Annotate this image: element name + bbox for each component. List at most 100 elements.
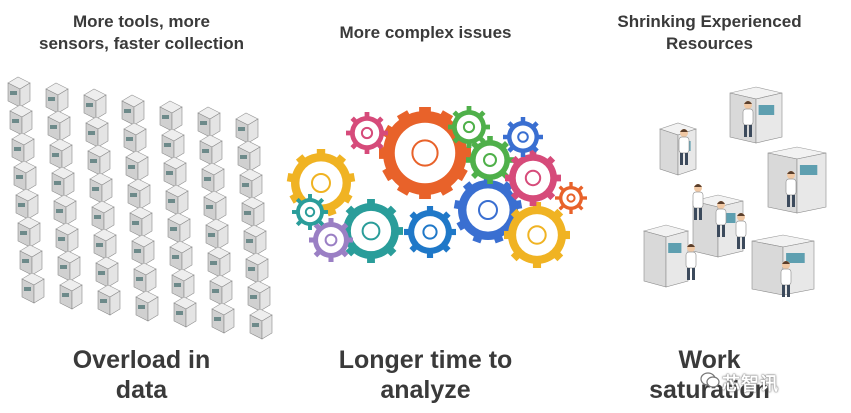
server-rack-icon <box>95 256 119 288</box>
checklist-gear-icon <box>505 150 561 206</box>
server-rack-icon <box>93 228 117 260</box>
server-rack-icon <box>83 88 107 120</box>
server-rack-icon <box>13 160 37 192</box>
server-rack-icon <box>97 284 121 316</box>
server-rack-icon <box>45 82 69 114</box>
server-rack-icon <box>171 268 195 300</box>
server-rack-icon <box>249 308 273 340</box>
server-rack-icon <box>197 106 221 138</box>
server-rack-icon <box>135 290 159 322</box>
server-rack-icon <box>131 234 155 266</box>
server-rack-icon <box>17 216 41 248</box>
server-rack-icon <box>121 94 145 126</box>
server-rack-icon <box>243 224 267 256</box>
server-rack-icon <box>203 190 227 222</box>
lab-workstation-icon <box>729 86 783 144</box>
footer-analyze-line2: analyze <box>380 376 471 404</box>
team-gear-icon <box>346 112 388 154</box>
server-rack-icon <box>57 250 81 282</box>
column-data-overload: More tools, more sensors, faster collect… <box>0 0 283 413</box>
column-resources: Shrinking Experienced Resources Work sat… <box>568 0 851 413</box>
scientist-figure-icon <box>685 244 697 280</box>
scientist-figure-icon <box>785 171 797 207</box>
footer-overload-line2: data <box>115 376 168 404</box>
server-rack-icon <box>47 110 71 142</box>
server-rack-icon <box>165 184 189 216</box>
server-rack-icon <box>53 194 77 226</box>
column-complex-issues: More complex issues Longer time to analy… <box>283 0 587 413</box>
heading-tools-line1: More tools, more <box>73 12 210 31</box>
scientist-figure-icon <box>678 129 690 165</box>
footer-analyze-line1: Longer time to <box>338 346 513 374</box>
worker-gear-icon <box>453 176 523 244</box>
server-rack-icon <box>247 280 271 312</box>
chart-gear-icon <box>286 149 356 217</box>
server-rack-icon <box>125 150 149 182</box>
server-rack-icon <box>19 244 43 276</box>
footer-overload: Overload in data <box>0 345 283 405</box>
scientist-figure-icon <box>735 213 747 249</box>
scientist-figure-icon <box>692 184 704 220</box>
server-rack-icon <box>89 172 113 204</box>
heading-resources: Shrinking Experienced Resources <box>568 11 851 55</box>
drill-gear-icon <box>503 117 543 157</box>
server-gear-icon <box>379 107 471 199</box>
server-rack-icon <box>245 252 269 284</box>
server-rack-icon <box>11 132 35 164</box>
server-rack-icon <box>91 200 115 232</box>
server-rack-icon <box>127 178 151 210</box>
server-rack-icon <box>209 274 233 306</box>
lab-cabinet-icon <box>659 122 697 176</box>
server-rack-icon <box>241 196 265 228</box>
server-rack-icon <box>169 240 193 272</box>
server-rack-icon <box>87 144 111 176</box>
server-rack-icon <box>239 168 263 200</box>
scientist-figure-icon <box>742 101 754 137</box>
heading-tools-line2: sensors, faster collection <box>38 34 245 53</box>
server-rack-icon <box>163 156 187 188</box>
server-rack-icon <box>159 100 183 132</box>
scientist-figure-icon <box>715 201 727 237</box>
server-rack-icon <box>205 218 229 250</box>
server-rack-icon <box>9 104 33 136</box>
scientist-figure-icon <box>780 261 792 297</box>
watermark-text: 芯智讯 <box>722 374 779 394</box>
server-rack-icon <box>173 296 197 328</box>
server-rack-icon <box>21 272 45 304</box>
server-rack-icon <box>59 278 83 310</box>
user-gear-icon <box>292 194 328 230</box>
tools-gear-icon <box>448 106 490 148</box>
radar-gear-icon <box>504 202 570 268</box>
server-rack-icon <box>129 206 153 238</box>
server-rack-icon <box>207 246 231 278</box>
rocket-gear-icon <box>404 206 456 258</box>
server-rack-icon <box>161 128 185 160</box>
lab-machine-icon <box>642 224 690 288</box>
server-rack-icon <box>167 212 191 244</box>
wechat-logo-icon <box>700 372 720 388</box>
server-rack-icon <box>7 76 31 108</box>
check-gear-icon <box>555 182 587 214</box>
heading-resources-line2: Resources <box>666 34 753 53</box>
heading-tools: More tools, more sensors, faster collect… <box>0 11 283 55</box>
hand-gear-icon <box>309 218 353 262</box>
lab-scientists-illustration <box>642 86 827 297</box>
server-rack-icon <box>123 122 147 154</box>
lab-desk-icon <box>767 146 827 214</box>
server-rack-icon <box>55 222 79 254</box>
heading-resources-line1: Shrinking Experienced <box>617 12 802 31</box>
server-rack-icon <box>15 188 39 220</box>
server-rack-icon <box>133 262 157 294</box>
server-rack-icon <box>201 162 225 194</box>
footer-overload-line1: Overload in <box>72 346 211 374</box>
heading-complex: More complex issues <box>339 23 512 42</box>
server-rack-icon <box>85 116 109 148</box>
server-rack-icon <box>237 140 261 172</box>
clipboard-gear-icon <box>339 199 403 263</box>
server-rack-icon <box>199 134 223 166</box>
lab-console-icon <box>692 194 744 258</box>
server-rack-grid-illustration <box>7 76 273 340</box>
server-rack-icon <box>51 166 75 198</box>
footer-analyze: Longer time to analyze <box>283 345 568 405</box>
server-rack-icon <box>49 138 73 170</box>
